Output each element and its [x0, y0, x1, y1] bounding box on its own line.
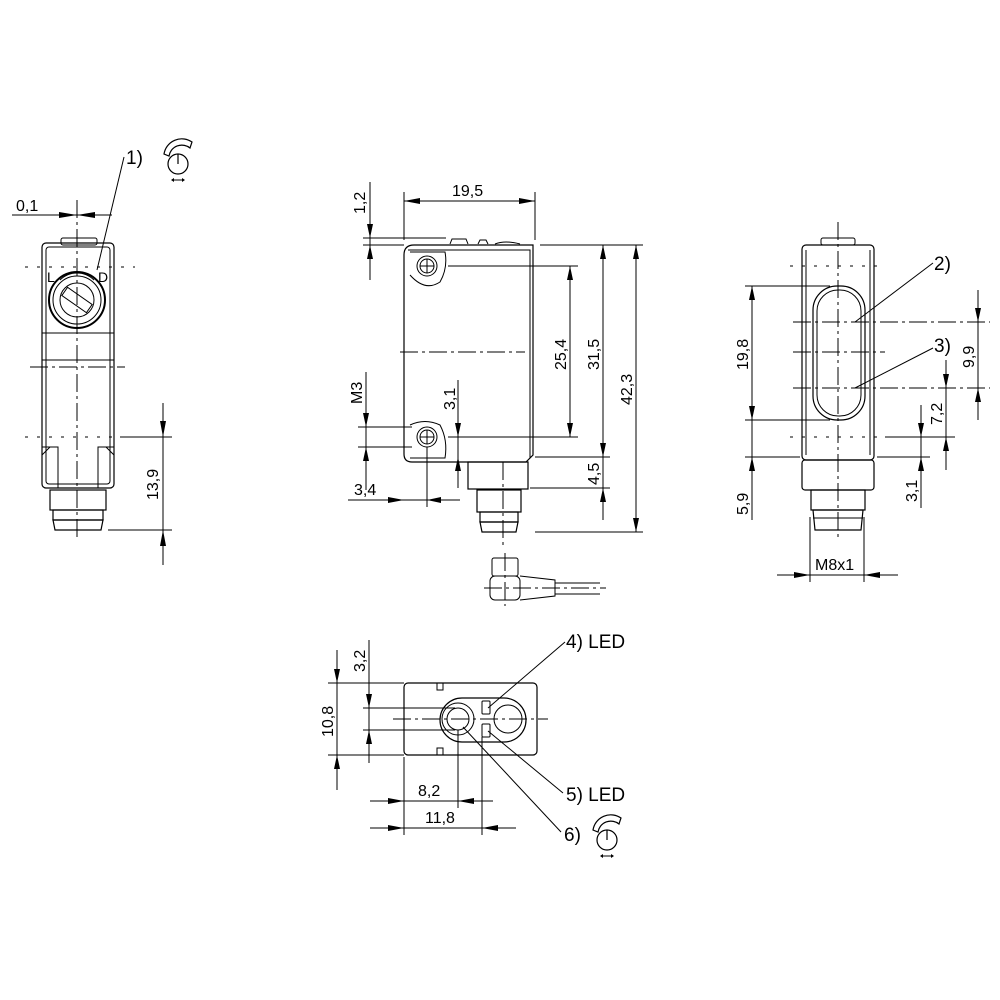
side-view-right: 2) 3) 19,8 5,9 9,9 7,2 3,1 M8x1 [735, 222, 990, 582]
dim-base-offset: 5,9 [735, 493, 752, 515]
dim-height: 10,8 [320, 706, 337, 737]
dim-hole-side: 3,4 [354, 482, 376, 499]
dim-thread-m8x1: M8x1 [815, 557, 854, 574]
led-5 [481, 723, 491, 738]
callout-1: 1) [126, 148, 143, 169]
front-view: 19,5 1,2 25,4 31,5 4,5 42,3 M3 3,1 [348, 182, 643, 606]
dim-hole-spacing: 25,4 [553, 339, 570, 370]
dim-offset: 3,2 [352, 650, 369, 672]
knob-mark-left: L [47, 269, 55, 285]
callout-4-led: 4) LED [566, 632, 625, 653]
dim-body-height: 31,5 [586, 339, 603, 370]
bottom-view: 10,8 3,2 8,2 11,8 4) LED 5) LED 6) [320, 632, 625, 859]
dim-axis-b: 11,8 [425, 810, 455, 827]
callout-5-led: 5) LED [566, 785, 625, 806]
dim-thread-m3: M3 [349, 382, 366, 404]
dim-axis-a: 8,2 [418, 783, 440, 800]
dim-bottom-height: 13,9 [145, 469, 162, 500]
mounting-hole-bottom [409, 421, 447, 459]
dim-axis-spacing: 9,9 [961, 346, 978, 368]
knob-mark-right: D [98, 269, 108, 285]
callout-2: 2) [934, 254, 951, 275]
dim-axis-to-base: 7,2 [929, 403, 946, 425]
dim-overall-height: 42,3 [619, 374, 636, 405]
dim-width: 19,5 [452, 183, 483, 200]
potentiometer-knob: L D [47, 269, 108, 329]
dim-offset: 0,1 [16, 198, 38, 215]
callout-6: 6) [564, 825, 581, 846]
dim-hole-bottom: 3,1 [442, 388, 459, 410]
angled-connector [484, 553, 606, 606]
led-4 [481, 700, 491, 715]
rotary-potentiometer-icon [592, 814, 622, 859]
side-view-left: L D 0,1 1) 13,9 [12, 138, 193, 565]
dim-window-height: 19,8 [735, 339, 752, 370]
dim-top-offset: 1,2 [352, 192, 369, 214]
callout-3: 3) [934, 336, 951, 357]
dim-connector-step: 4,5 [586, 463, 603, 485]
mounting-hole-top [409, 251, 447, 287]
dim-connector-offset: 3,1 [904, 480, 921, 502]
rotary-potentiometer-icon [163, 138, 193, 183]
